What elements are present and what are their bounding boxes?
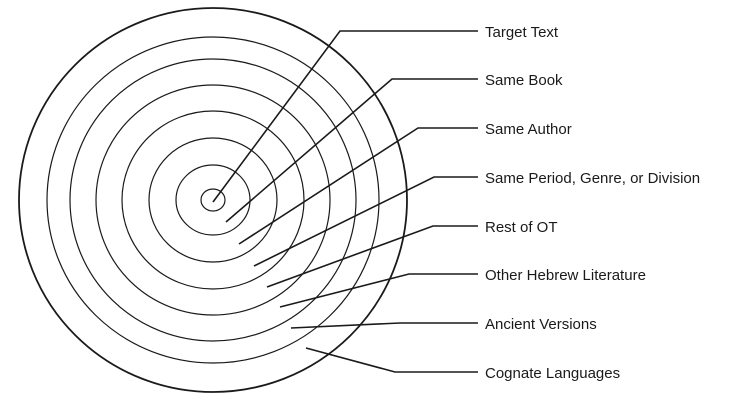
ring-same-book — [175, 164, 251, 236]
label-same-period-genre-division: Same Period, Genre, or Division — [485, 170, 700, 187]
leader-same-book — [225, 78, 478, 223]
label-same-author: Same Author — [485, 121, 572, 138]
leader-same-author — [238, 127, 478, 245]
ring-target-text — [200, 188, 226, 212]
leader-rest-of-ot — [266, 225, 478, 288]
ring-same-period — [121, 110, 305, 290]
leader-ancient-versions — [290, 322, 478, 329]
label-target-text: Target Text — [485, 24, 559, 41]
leader-other-hebrew-literature — [279, 273, 478, 308]
ring-ancient-versions — [46, 36, 380, 364]
leader-lines-group — [212, 30, 478, 373]
ring-cognate-languages — [18, 7, 408, 393]
leader-same-period — [253, 176, 478, 267]
ring-other-hebrew-literature — [69, 58, 357, 342]
ring-same-author — [148, 137, 278, 263]
label-other-hebrew-literature: Other Hebrew Literature — [485, 267, 646, 284]
ring-rest-of-ot — [95, 84, 331, 316]
label-rest-of-ot: Rest of OT — [485, 219, 558, 236]
label-cognate-languages: Cognate Languages — [485, 365, 620, 382]
rings-group — [18, 7, 408, 393]
leader-cognate-languages — [305, 347, 478, 373]
labels-group: Target Text Same Book Same Author Same P… — [485, 24, 700, 382]
label-same-book: Same Book — [485, 72, 563, 89]
leader-target-text — [212, 30, 478, 203]
label-ancient-versions: Ancient Versions — [485, 316, 597, 333]
